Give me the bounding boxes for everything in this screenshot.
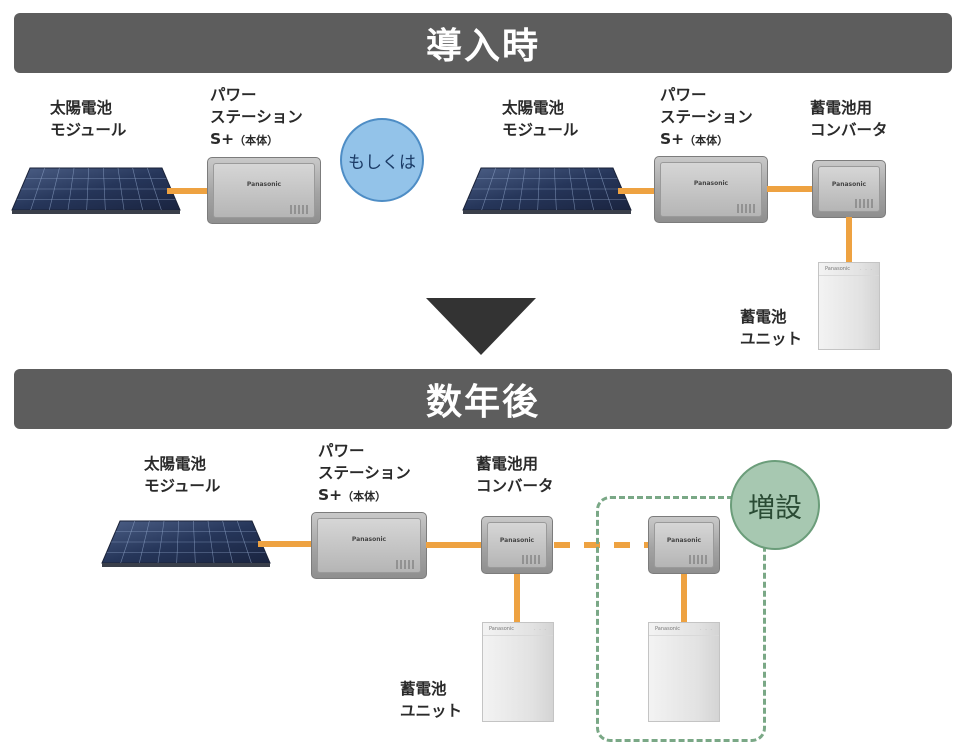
cable-2b (767, 186, 814, 192)
down-arrow-icon (426, 298, 536, 355)
cable-2c (846, 217, 852, 263)
section-header-after: 数年後 (14, 369, 952, 429)
cable-3b (426, 542, 484, 548)
converter-3: Panasonic (648, 516, 720, 574)
label-solar-2: 太陽電池モジュール (502, 99, 579, 139)
converter-1: Panasonic (812, 160, 886, 218)
label-battery-2: 蓄電池ユニット (400, 680, 463, 720)
solar-panel-1 (11, 167, 181, 214)
cable-1a (167, 188, 211, 194)
battery-unit-2: Panasonic· · · (482, 622, 554, 722)
battery-unit-1: Panasonic· · · (818, 262, 880, 350)
section-header-before: 導入時 (14, 13, 952, 73)
cable-2a (618, 188, 658, 194)
power-station-1: Panasonic (207, 157, 321, 224)
cable-3d (681, 574, 687, 624)
cable-3a (258, 541, 314, 547)
cable-expansion-dashed (554, 542, 650, 548)
label-converter-2: 蓄電池用コンバータ (476, 455, 554, 495)
section-title-before: 導入時 (425, 26, 540, 67)
label-solar-1: 太陽電池モジュール (50, 99, 127, 139)
solar-panel-2 (462, 167, 632, 214)
label-station-2: パワーステーション S+（本体） (660, 86, 753, 148)
label-station-1: パワーステーション S+（本体） (210, 86, 303, 148)
label-battery-1: 蓄電池ユニット (740, 308, 803, 348)
power-station-3: Panasonic (311, 512, 427, 579)
label-solar-3: 太陽電池モジュール (144, 455, 221, 495)
label-converter-1: 蓄電池用コンバータ (810, 99, 888, 139)
cable-3c (514, 574, 520, 624)
battery-unit-3: Panasonic· · · (648, 622, 720, 722)
section-title-after: 数年後 (425, 382, 540, 423)
label-station-3: パワーステーション S+（本体） (318, 442, 411, 504)
converter-2: Panasonic (481, 516, 553, 574)
solar-panel-3 (101, 520, 271, 567)
expansion-circle: 増設 (730, 460, 820, 550)
or-circle: もしくは (340, 118, 424, 202)
expansion-dashed-box (596, 496, 766, 742)
power-station-2: Panasonic (654, 156, 768, 223)
